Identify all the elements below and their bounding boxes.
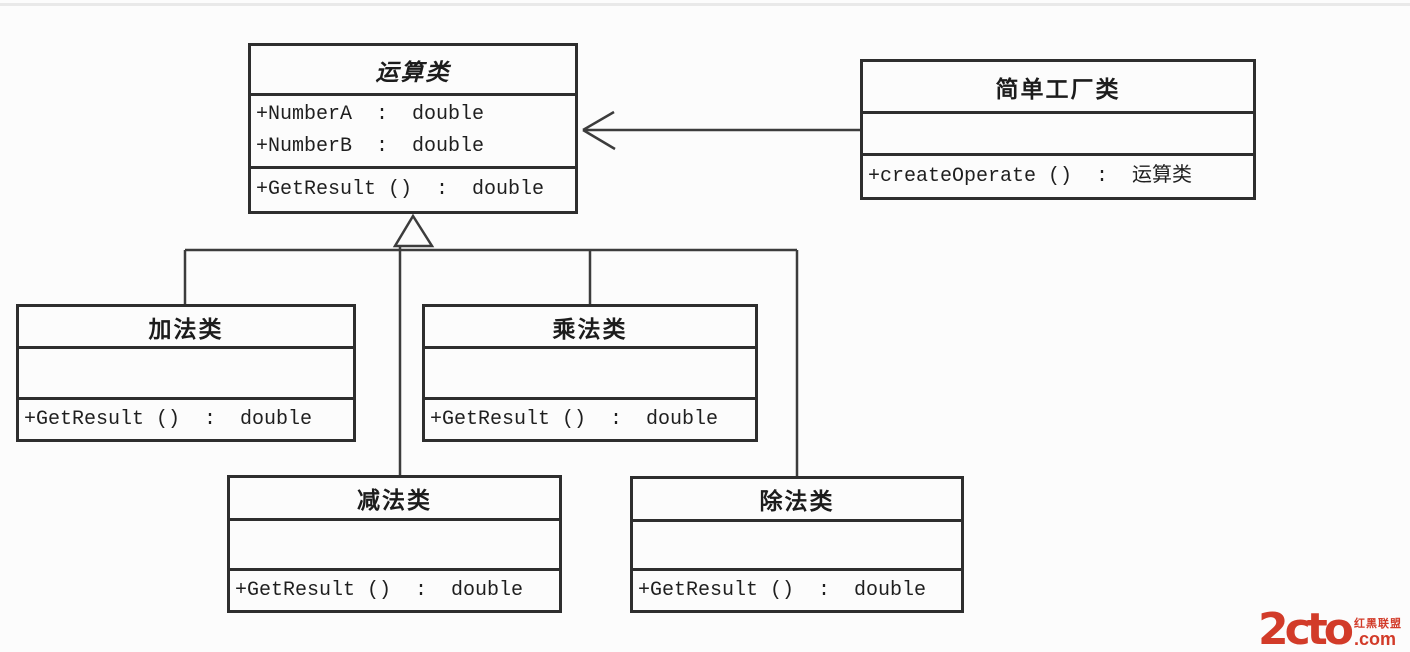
attribute-line: +NumberA : double: [256, 103, 485, 126]
association-arrow: [582, 110, 860, 151]
class-title-multiplication: 乘法类: [425, 307, 755, 349]
class-attributes-addition: [19, 349, 353, 397]
class-operations-operation: +GetResult () : double: [251, 166, 575, 211]
operation-line: +GetResult () : double: [256, 178, 545, 201]
class-box-addition: 加法类 +GetResult () : double: [16, 304, 356, 442]
class-operations-subtraction: +GetResult () : double: [230, 568, 559, 610]
class-operations-multiplication: +GetResult () : double: [425, 397, 755, 439]
class-operations-division: +GetResult () : double: [633, 568, 961, 610]
watermark-logo: 2cto 红黑联盟 .com: [1258, 603, 1402, 652]
class-box-division: 除法类 +GetResult () : double: [630, 476, 964, 613]
class-title-division: 除法类: [633, 479, 961, 522]
class-attributes-subtraction: [230, 521, 559, 568]
class-box-factory: 简单工厂类 +createOperate () : 运算类: [860, 59, 1256, 200]
class-operations-addition: +GetResult () : double: [19, 397, 353, 439]
class-title-addition: 加法类: [19, 307, 353, 349]
operation-line: +GetResult () : double: [235, 578, 524, 602]
class-attributes-multiplication: [425, 349, 755, 397]
operation-line: +GetResult () : double: [638, 578, 927, 602]
operation-line: +GetResult () : double: [430, 407, 719, 431]
watermark-tagline: 红黑联盟: [1354, 618, 1402, 630]
class-title-operation: 运算类: [251, 46, 575, 96]
class-operations-factory: +createOperate () : 运算类: [863, 153, 1253, 197]
class-title-factory: 简单工厂类: [863, 62, 1253, 114]
class-attributes-division: [633, 522, 961, 568]
class-box-multiplication: 乘法类 +GetResult () : double: [422, 304, 758, 442]
inheritance-triangle-icon: [392, 213, 435, 248]
class-attributes-operation: +NumberA : double +NumberB : double: [251, 96, 575, 166]
watermark-suffix: .com: [1354, 629, 1397, 649]
watermark-right-block: 红黑联盟 .com: [1354, 618, 1402, 648]
operation-line: +createOperate () : 运算类: [868, 164, 1193, 188]
class-box-operation: 运算类 +NumberA : double +NumberB : double …: [248, 43, 578, 214]
class-box-subtraction: 减法类 +GetResult () : double: [227, 475, 562, 613]
class-attributes-factory: [863, 114, 1253, 153]
watermark-brand: 2cto: [1258, 603, 1354, 652]
operation-line: +GetResult () : double: [24, 407, 313, 431]
attribute-line: +NumberB : double: [256, 135, 485, 158]
scan-artifact-line: [0, 3, 1410, 6]
class-title-subtraction: 减法类: [230, 478, 559, 521]
